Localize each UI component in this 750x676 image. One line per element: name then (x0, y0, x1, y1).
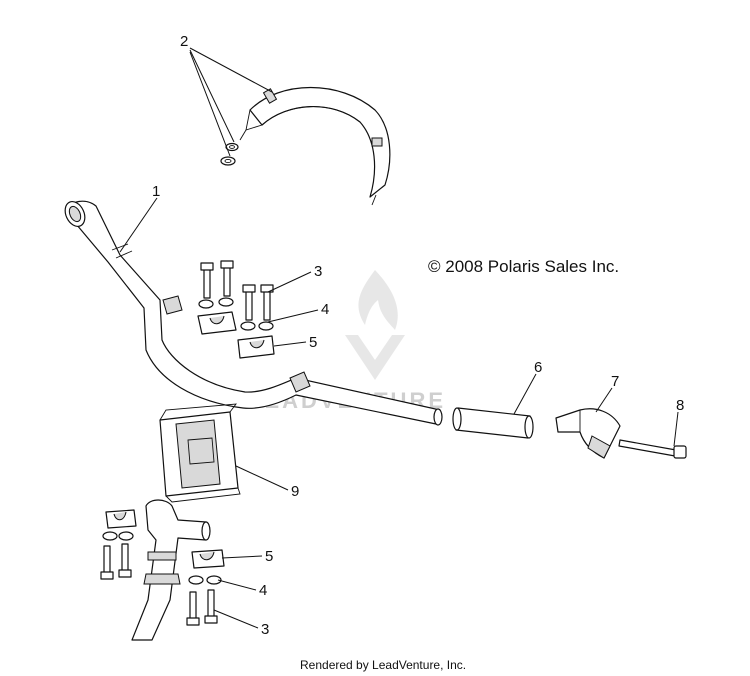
part-1-handlebar (64, 200, 443, 426)
callout-5-lower: 5 (265, 548, 273, 565)
leadventure-watermark-logo (345, 270, 405, 380)
callout-3-lower: 3 (261, 621, 269, 638)
callout-4-lower: 4 (259, 582, 267, 599)
part-3-bolts-upper (200, 260, 274, 321)
callout-7: 7 (611, 373, 619, 390)
callout-1: 1 (152, 183, 160, 200)
steering-post (131, 499, 211, 641)
part-6-grip (452, 407, 534, 439)
part-9-mount-pad (159, 403, 241, 503)
part-4-washers-upper (198, 297, 274, 331)
part-2-handlebar-pad (239, 87, 391, 206)
part-8-bolt (618, 439, 687, 459)
callout-9: 9 (291, 483, 299, 500)
part-2-washer-top (225, 142, 239, 152)
callout-2: 2 (180, 33, 188, 50)
callout-3-upper: 3 (314, 263, 322, 280)
part-7-bar-end (555, 408, 621, 459)
footer-credit: Rendered by LeadVenture, Inc. (300, 658, 466, 672)
callout-4-upper: 4 (321, 301, 329, 318)
part-4-washers-lower (102, 531, 222, 585)
part-5-clamps-upper (197, 311, 275, 359)
callout-8: 8 (676, 397, 684, 414)
part-2-washer-bottom (220, 156, 236, 166)
part-3-bolts-lower (100, 543, 218, 626)
callout-6: 6 (534, 359, 542, 376)
leader-lines (119, 47, 679, 629)
callout-5-upper: 5 (309, 334, 317, 351)
part-5-clamps-lower (105, 509, 225, 569)
copyright-notice: © 2008 Polaris Sales Inc. (428, 257, 619, 276)
